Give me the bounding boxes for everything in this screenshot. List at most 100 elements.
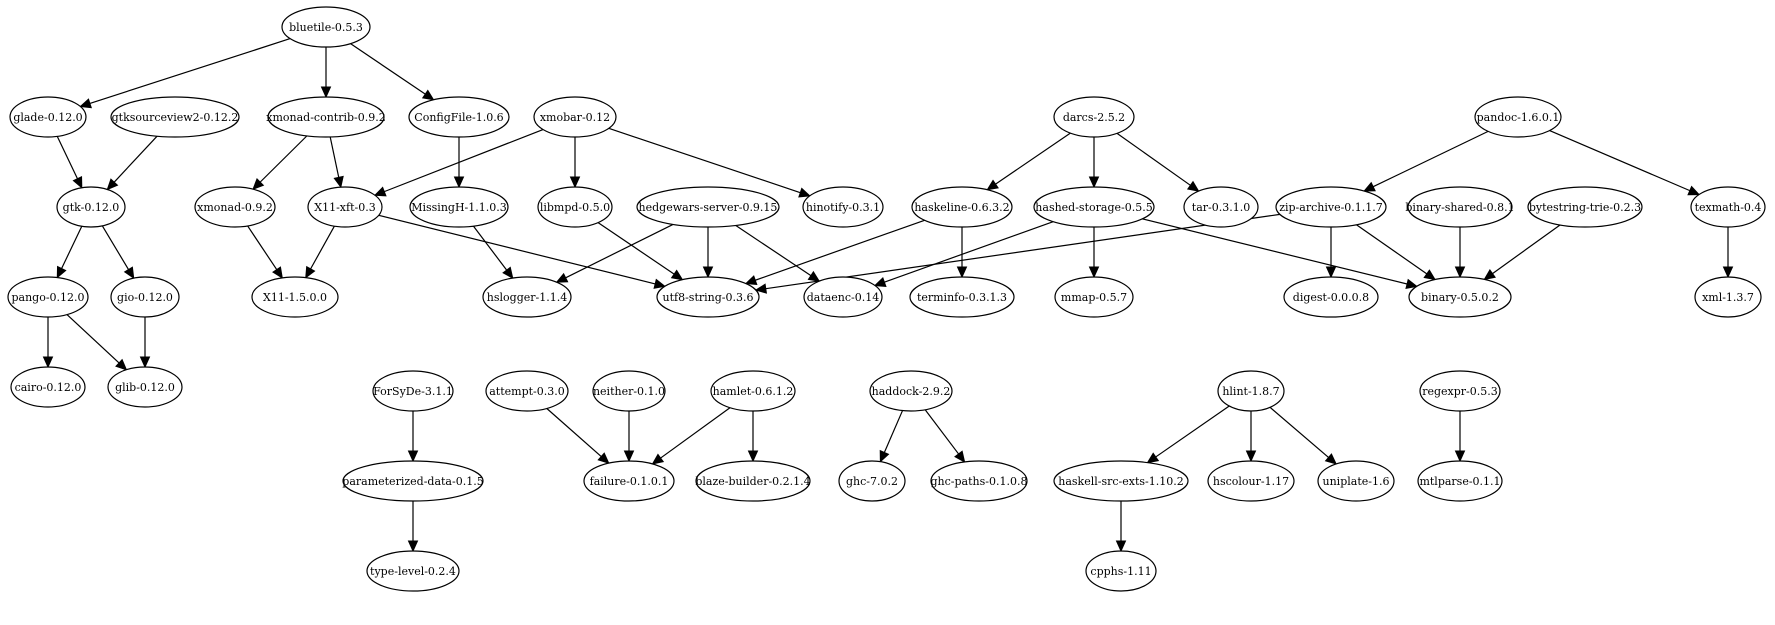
edge-line <box>660 407 731 459</box>
edge-arrowhead <box>807 270 821 282</box>
node-hashed-storage: hashed-storage-0.5.5 <box>1033 186 1155 228</box>
node-ellipse <box>710 370 796 412</box>
edge-arrowhead <box>1088 176 1100 189</box>
node-ellipse <box>307 186 383 228</box>
node-ConfigFile: ConfigFile-1.0.6 <box>408 96 510 138</box>
node-ellipse <box>485 370 569 412</box>
edge-bluetile-to-glade <box>79 38 291 109</box>
node-label: regexpr-0.5.3 <box>1422 385 1498 398</box>
edge-arrowhead <box>744 275 758 286</box>
edge-haskell-src-exts-to-cpphs <box>1115 501 1127 553</box>
edge-line <box>113 135 158 183</box>
node-libmpd: libmpd-0.5.0 <box>537 186 613 228</box>
node-label: dataenc-0.14 <box>807 291 880 304</box>
node-label: binary-0.5.0.2 <box>1421 291 1499 304</box>
edge-gtksourceview2-to-gtk <box>106 135 158 191</box>
node-label: glade-0.12.0 <box>13 111 82 124</box>
node-label: mmap-0.5.7 <box>1061 291 1127 304</box>
edge-xmobar-to-libmpd <box>569 137 581 189</box>
node-ellipse <box>56 186 126 228</box>
node-haddock: haddock-2.9.2 <box>869 370 953 412</box>
node-xmonad-contrib: xmonad-contrib-0.9.2 <box>266 96 386 138</box>
edge-line <box>884 221 1054 283</box>
node-glib: glib-0.12.0 <box>107 366 183 408</box>
node-label: hedgewars-server-0.9.15 <box>639 201 778 214</box>
edge-arrowhead <box>569 176 581 189</box>
node-ellipse <box>1207 460 1295 502</box>
node-blaze-builder: blaze-builder-0.2.1.4 <box>695 460 811 502</box>
edge-arrowhead <box>453 176 465 189</box>
node-regexpr: regexpr-0.5.3 <box>1419 370 1501 412</box>
node-ellipse <box>1317 460 1395 502</box>
node-ellipse <box>1183 186 1259 228</box>
edge-arrowhead <box>1405 278 1418 289</box>
node-binary: binary-0.5.0.2 <box>1408 276 1512 318</box>
node-label: pango-0.12.0 <box>11 291 84 304</box>
node-digest: digest-0.0.0.8 <box>1283 276 1379 318</box>
edge-hamlet-to-failure <box>651 407 731 465</box>
node-binary-shared: binary-shared-0.8.1 <box>1405 186 1515 228</box>
node-label: neither-0.1.0 <box>593 385 665 398</box>
edge-line <box>329 136 340 178</box>
node-texmath: texmath-0.4 <box>1690 186 1766 228</box>
node-X11-xft: X11-xft-0.3 <box>307 186 383 228</box>
node-bytestring-trie: bytestring-trie-0.2.3 <box>1527 186 1643 228</box>
edge-line <box>66 314 120 364</box>
edge-line <box>310 225 335 270</box>
node-ellipse <box>7 276 89 318</box>
edge-line <box>247 225 278 270</box>
edge-pango-to-glib <box>66 314 128 371</box>
node-xml: xml-1.3.7 <box>1694 276 1762 318</box>
node-terminfo: terminfo-0.3.1.3 <box>909 276 1015 318</box>
edge-arrowhead <box>747 450 759 463</box>
edge-arrowhead <box>1454 266 1466 279</box>
node-neither: neither-0.1.0 <box>592 370 666 412</box>
node-ellipse <box>911 186 1013 228</box>
edge-libmpd-to-utf8-string <box>597 222 684 281</box>
edge-arrowhead <box>407 540 419 553</box>
node-mtlparse: mtlparse-0.1.1 <box>1417 460 1503 502</box>
edge-line <box>883 410 904 453</box>
node-label: xml-1.3.7 <box>1702 291 1754 304</box>
edge-arrowhead <box>72 175 83 189</box>
node-ellipse <box>1085 550 1157 592</box>
node-label: glib-0.12.0 <box>115 381 175 394</box>
node-label: hscolour-1.17 <box>1213 475 1289 488</box>
node-ellipse <box>482 276 572 318</box>
edge-xmonad-contrib-to-xmonad <box>252 135 308 191</box>
edge-arrowhead <box>597 452 610 464</box>
node-label: cairo-0.12.0 <box>15 381 82 394</box>
edge-arrowhead <box>1186 180 1200 192</box>
edge-arrowhead <box>1423 269 1437 281</box>
edge-line <box>735 224 812 277</box>
edge-arrowhead <box>1088 266 1100 279</box>
edge-pandoc-to-texmath <box>1549 130 1701 196</box>
edge-line <box>1549 130 1691 192</box>
edge-pango-to-cairo <box>42 317 54 369</box>
node-utf8-string: utf8-string-0.3.6 <box>656 276 760 318</box>
node-ellipse <box>1275 186 1387 228</box>
node-hslogger: hslogger-1.1.4 <box>482 276 572 318</box>
edge-line <box>1372 130 1489 188</box>
node-label: X11-xft-0.3 <box>314 201 375 214</box>
edge-hedgewars-server-to-dataenc <box>735 224 821 282</box>
node-ellipse <box>1033 186 1155 228</box>
edge-arrowhead <box>1325 266 1337 279</box>
node-label: blaze-builder-0.2.1.4 <box>695 475 810 488</box>
edge-line <box>608 127 801 194</box>
node-label: failure-0.1.0.1 <box>590 475 669 488</box>
edge-xmobar-to-X11-xft <box>373 128 544 197</box>
node-cpphs: cpphs-1.11 <box>1085 550 1157 592</box>
edge-MissingH-to-hslogger <box>472 225 514 280</box>
node-label: utf8-string-0.3.6 <box>663 291 754 304</box>
edge-arrowhead <box>106 178 119 191</box>
node-parameterized-data: parameterized-data-0.1.5 <box>342 460 484 502</box>
edge-line <box>61 225 83 269</box>
node-label: digest-0.0.0.8 <box>1293 291 1369 304</box>
node-label: parameterized-data-0.1.5 <box>342 475 483 488</box>
node-hscolour: hscolour-1.17 <box>1207 460 1295 502</box>
node-label: zip-archive-0.1.1.7 <box>1279 201 1383 214</box>
node-label: tar-0.3.1.0 <box>1192 201 1250 214</box>
node-label: xmonad-contrib-0.9.2 <box>266 111 385 124</box>
node-uniplate: uniplate-1.6 <box>1317 460 1395 502</box>
